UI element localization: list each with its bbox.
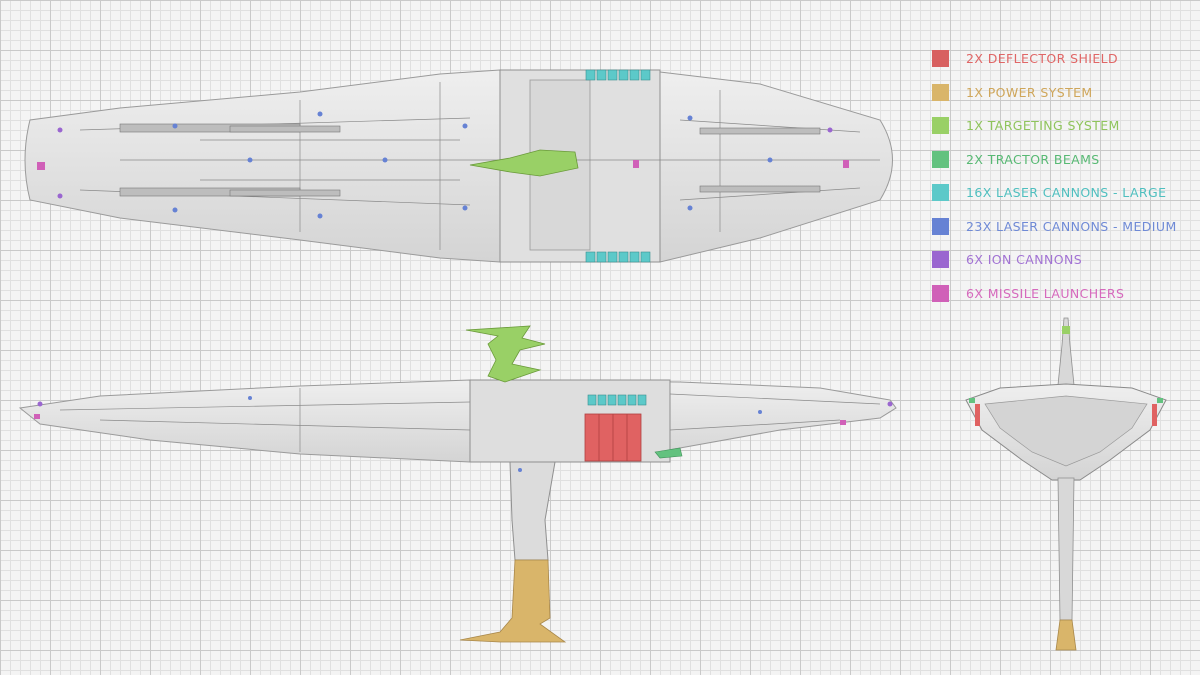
top-view-hull — [24, 69, 893, 263]
missile-launchers-icon — [932, 284, 949, 302]
front-view-tower-stem — [1057, 477, 1075, 621]
legend-label: 23X LASER CANNONS - MEDIUM — [966, 218, 1177, 234]
ion-cannons-icon — [932, 251, 949, 268]
legend-item-power-system: 1X POWER SYSTEM — [930, 82, 1195, 116]
front-view-spire-targeting — [1062, 326, 1070, 334]
top-view-targeting-system — [469, 149, 579, 177]
top-view-laser-cannons-large — [585, 69, 651, 263]
side-view-ion-cannons — [37, 401, 893, 407]
side-view-laser-cannons-medium — [248, 396, 762, 472]
front-view-tractor-beams — [969, 398, 1163, 403]
side-view-missile-launchers — [34, 414, 846, 425]
legend-item-deflector-shield: 2X DEFLECTOR SHIELD — [930, 48, 1195, 82]
side-view-power-system — [459, 559, 567, 643]
front-view-hull-inner — [984, 395, 1148, 467]
legend-item-tractor-beams: 2X TRACTOR BEAMS — [930, 149, 1195, 183]
side-view-targeting-tower — [465, 325, 546, 383]
deflector-shield-icon — [932, 50, 949, 67]
legend-item-laser-cannons-medium: 23X LASER CANNONS - MEDIUM — [930, 216, 1195, 250]
side-view-laser-cannons-large — [587, 394, 647, 406]
front-view-power-system — [1055, 619, 1077, 651]
power-system-icon — [932, 83, 949, 101]
top-view-ion-cannons — [57, 127, 833, 199]
front-view-deflector-shield — [975, 404, 1157, 426]
tractor-beams-icon — [932, 150, 949, 168]
front-view — [965, 317, 1167, 651]
top-view — [24, 69, 893, 263]
laser-cannons-large-icon — [932, 184, 949, 201]
legend-item-ion-cannons: 6X ION CANNONS — [930, 249, 1195, 283]
legend-item-missile-launchers: 6X MISSILE LAUNCHERS — [930, 283, 1195, 317]
side-view-tractor-beam — [654, 447, 683, 459]
side-view — [18, 325, 897, 643]
side-view-tower-lower — [509, 461, 556, 561]
legend-label: 2X TRACTOR BEAMS — [966, 151, 1100, 167]
top-view-missile-launchers — [37, 160, 849, 170]
legend-label: 1X TARGETING SYSTEM — [966, 118, 1120, 133]
laser-cannons-medium-icon — [932, 217, 949, 235]
side-view-hull — [18, 379, 897, 463]
legend-label: 6X ION CANNONS — [966, 252, 1083, 267]
legend-item-targeting-system: 1X TARGETING SYSTEM — [930, 115, 1195, 149]
top-view-trenches — [119, 123, 821, 197]
legend-label: 1X POWER SYSTEM — [966, 84, 1093, 100]
side-view-deflector-panel-lines — [598, 414, 628, 461]
legend-label: 16X LASER CANNONS - LARGE — [966, 185, 1167, 200]
legend-item-laser-cannons-large: 16X LASER CANNONS - LARGE — [930, 182, 1195, 216]
legend-label: 2X DEFLECTOR SHIELD — [966, 51, 1119, 66]
legend-label: 6X MISSILE LAUNCHERS — [966, 285, 1125, 301]
top-view-laser-cannons-medium — [172, 111, 773, 219]
side-view-panel-lines — [59, 388, 881, 452]
legend: 2X DEFLECTOR SHIELD 1X POWER SYSTEM 1X TAR… — [930, 48, 1195, 316]
targeting-system-icon — [932, 117, 949, 134]
